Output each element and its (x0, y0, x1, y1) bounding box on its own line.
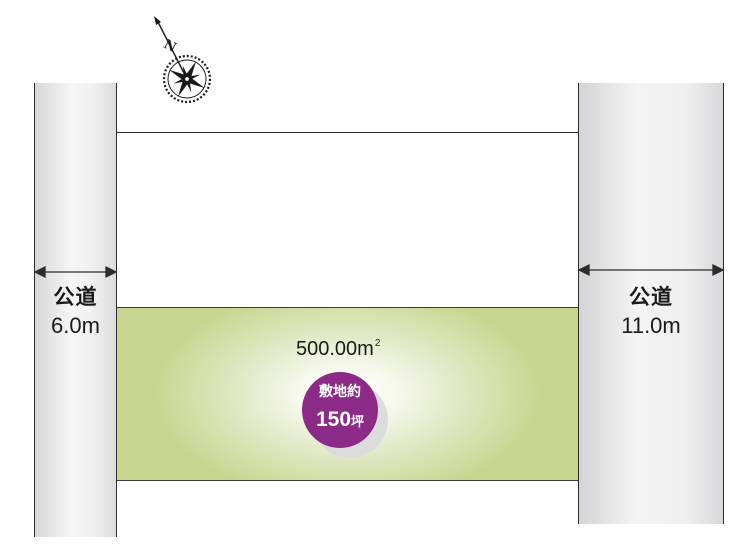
road-right-width: 11.0m (621, 313, 681, 338)
badge-title: 敷地約 (319, 383, 361, 399)
road-right-label: 公道 11.0m (578, 284, 724, 340)
road-left-label: 公道 6.0m (34, 284, 117, 340)
lot-area-text: 500.00m2 (296, 338, 380, 361)
road-left-name: 公道 (53, 286, 98, 309)
badge-value: 150坪 (302, 408, 378, 432)
compass-icon: N (154, 16, 212, 104)
road-left (34, 83, 117, 537)
lot-area-value: 500.00 (296, 338, 358, 360)
road-left-width: 6.0m (51, 313, 100, 338)
badge-unit: 坪 (351, 414, 365, 429)
road-right-name: 公道 (629, 286, 673, 309)
lot-area-unit: m (357, 338, 374, 360)
compass-north-label: N (161, 37, 179, 56)
tsubo-badge: 敷地約 150坪 (302, 372, 378, 448)
badge-number: 150 (315, 408, 352, 431)
road-right (578, 83, 724, 524)
lot-area-unit-mark: 2 (374, 338, 381, 349)
upper-boundary-line (117, 132, 578, 133)
